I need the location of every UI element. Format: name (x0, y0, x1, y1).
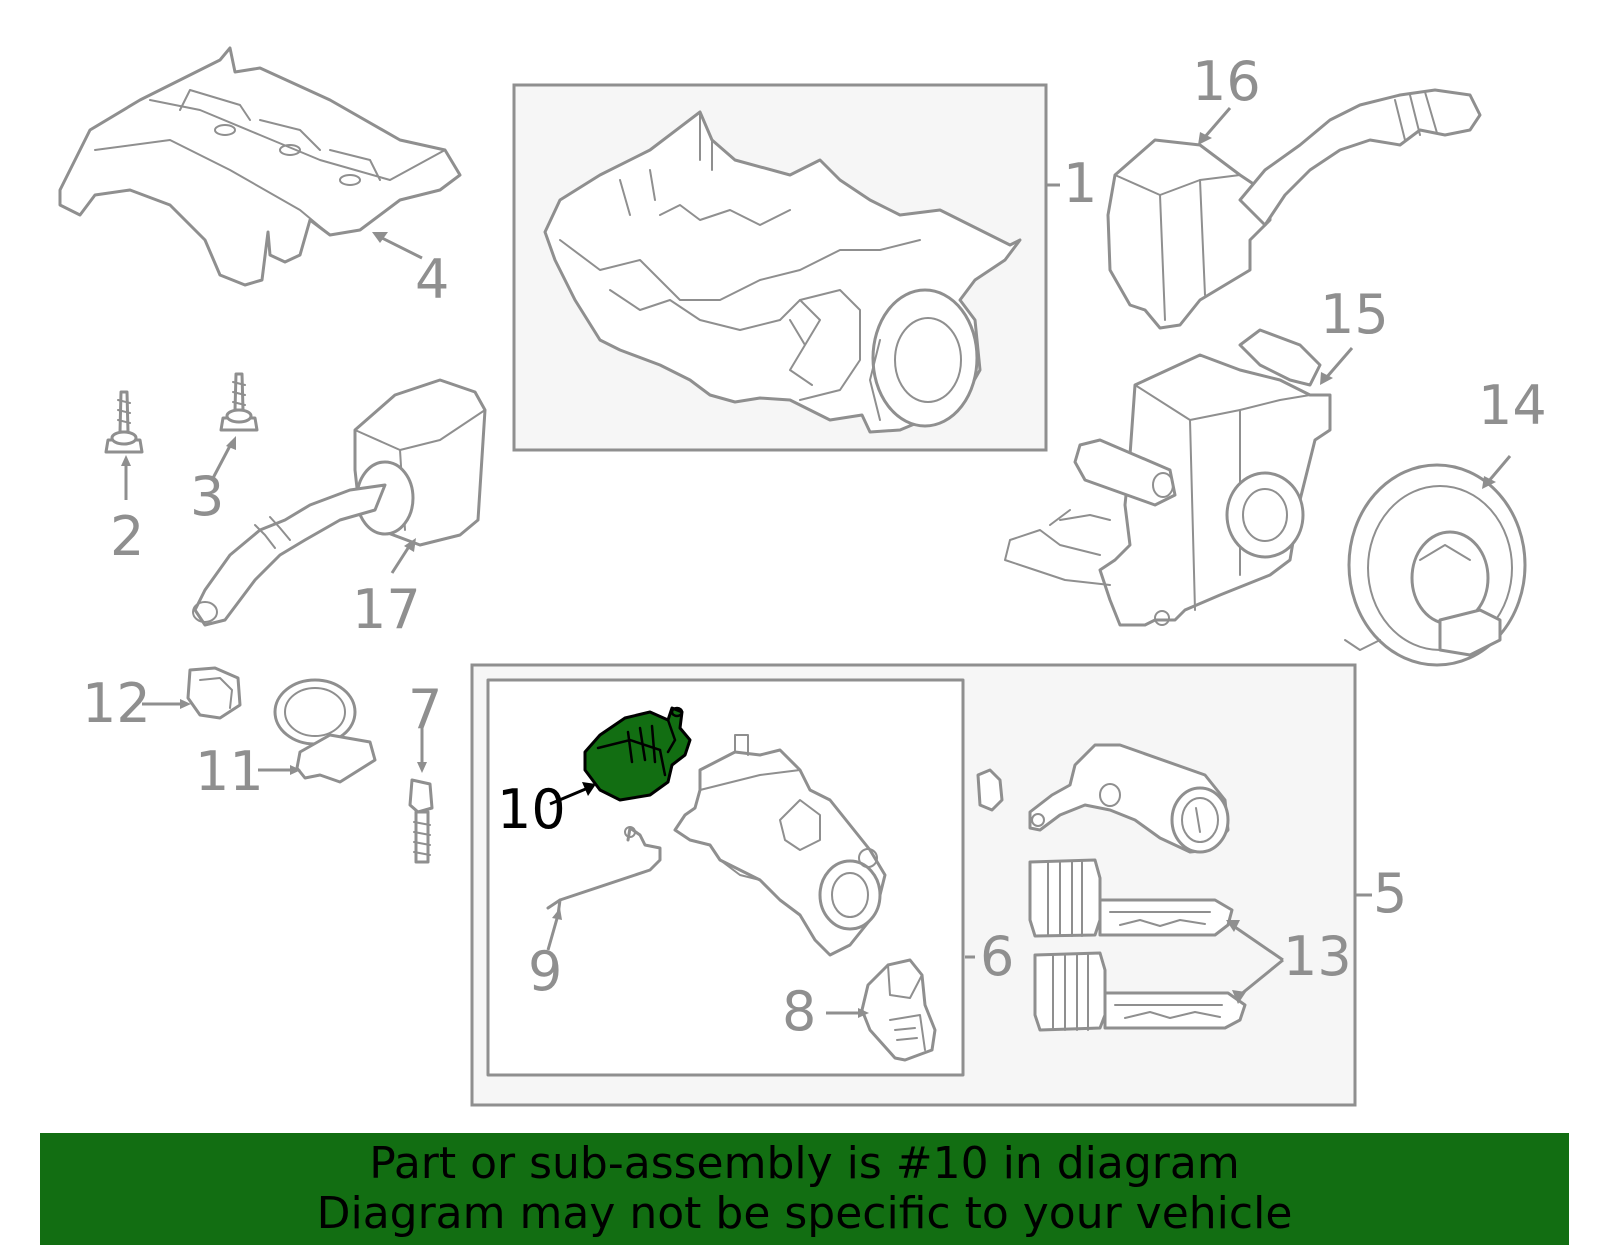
info-banner: Part or sub-assembly is #10 in diagram D… (40, 1133, 1569, 1245)
part-7-bolt[interactable] (408, 778, 434, 864)
part-6-steering-lock-housing[interactable] (673, 734, 887, 957)
part-3-screw[interactable] (219, 372, 259, 432)
callout-15: 15 (1320, 283, 1389, 346)
part-2-screw[interactable] (104, 390, 144, 454)
part-12-bushing[interactable] (186, 666, 242, 720)
part-11-transponder-ring[interactable] (273, 678, 377, 784)
callout-9: 9 (528, 940, 562, 1003)
callout-13: 13 (1283, 925, 1352, 988)
part-14-clockspring[interactable] (1344, 463, 1527, 667)
callout-6: 6 (980, 925, 1014, 988)
callout-1: 1 (1063, 152, 1097, 215)
part-1-column-shroud[interactable] (543, 110, 1022, 434)
banner-line-disclaimer: Diagram may not be specific to your vehi… (316, 1188, 1293, 1239)
callout-16: 16 (1192, 50, 1261, 113)
callout-8: 8 (782, 980, 816, 1043)
callout-2: 2 (110, 505, 144, 568)
part-13-key-lower[interactable] (1033, 951, 1247, 1032)
callout-3: 3 (190, 465, 224, 528)
callout-17: 17 (352, 578, 421, 641)
callout-7: 7 (408, 678, 442, 741)
callout-12: 12 (82, 672, 151, 735)
part-4-upper-shroud-cover[interactable] (58, 46, 462, 287)
part-5-lock-cylinder[interactable] (1028, 743, 1230, 854)
callout-14: 14 (1478, 374, 1547, 437)
part-10-highlighted-ring[interactable] (583, 706, 692, 802)
lock-clip[interactable] (976, 768, 1004, 812)
part-17-wiper-switch[interactable] (192, 378, 487, 627)
callout-5: 5 (1373, 862, 1407, 925)
banner-line-part-number: Part or sub-assembly is #10 in diagram (369, 1138, 1240, 1189)
part-16-headlamp-switch[interactable] (1106, 88, 1482, 330)
callout-11: 11 (195, 740, 264, 803)
part-15-lock-housing[interactable] (1004, 328, 1332, 627)
part-8-connector[interactable] (860, 958, 937, 1062)
callout-4: 4 (415, 248, 449, 311)
callout-10-highlighted: 10 (497, 778, 566, 841)
part-13-key-upper[interactable] (1028, 858, 1234, 938)
